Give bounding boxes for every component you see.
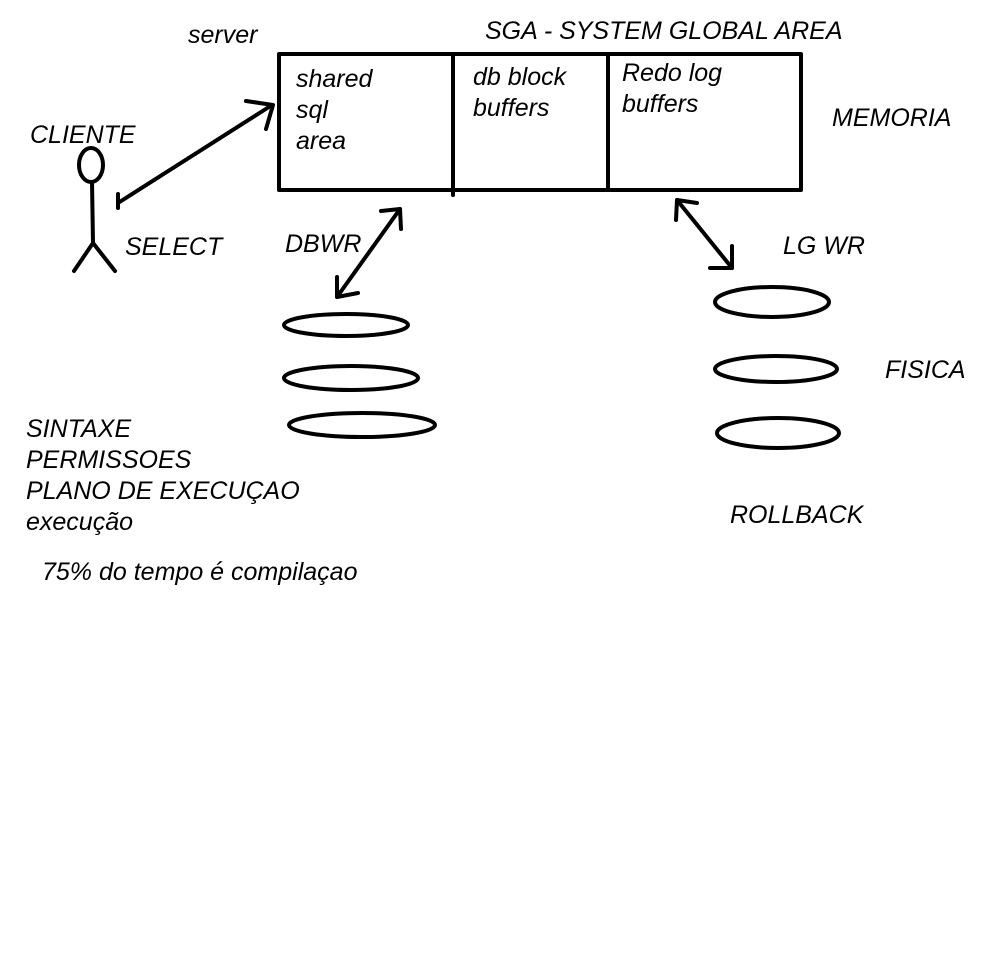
- fisica-label: FISICA: [885, 356, 966, 384]
- server-label: server: [188, 21, 258, 49]
- rollback-label: ROLLBACK: [730, 501, 864, 529]
- redolog-disk-2: [713, 354, 839, 384]
- redo-log-buffers-text: Redo log buffers: [622, 58, 722, 120]
- client-stick-figure: [72, 146, 117, 273]
- shared-sql-area-line: sql: [296, 96, 328, 124]
- sga-title: SGA - SYSTEM GLOBAL AREA: [485, 17, 843, 45]
- memoria-label: MEMORIA: [832, 104, 952, 132]
- datafile-disk-3: [287, 411, 437, 439]
- step-execucao: execução: [26, 508, 134, 536]
- db-block-buffers-text: db block buffers: [473, 62, 566, 124]
- datafile-disk-1: [282, 312, 410, 338]
- shared-sql-area-line: area: [296, 127, 347, 155]
- sga-box: [277, 52, 803, 192]
- select-label: SELECT: [125, 233, 223, 261]
- shared-sql-area-text: shared sql area: [296, 64, 372, 157]
- client-sga-arrow: [116, 99, 275, 210]
- dbwr-arrow: [335, 207, 403, 299]
- db-block-buffers-line: db block: [473, 63, 567, 91]
- redo-log-buffers-line: Redo log: [622, 59, 723, 87]
- redolog-disk-1: [713, 285, 831, 319]
- lgwr-arrow: [674, 198, 734, 270]
- redo-disk-stack: [713, 285, 841, 450]
- compile-time-note: 75% do tempo é compilaçao: [42, 558, 358, 586]
- cliente-label: CLIENTE: [30, 121, 136, 149]
- redolog-disk-3: [715, 416, 841, 450]
- dbwr-label: DBWR: [285, 230, 362, 258]
- lgwr-label: LG WR: [783, 232, 865, 260]
- step-permissoes: PERMISSOES: [26, 446, 192, 474]
- shared-sql-area-line: shared: [296, 65, 373, 93]
- dbwr-disk-stack: [282, 312, 437, 439]
- redo-log-buffers-line: buffers: [622, 90, 699, 118]
- db-block-buffers-line: buffers: [473, 94, 550, 122]
- processing-steps-list: SINTAXE PERMISSOES PLANO DE EXECUÇAO exe…: [26, 414, 300, 538]
- datafile-disk-2: [282, 364, 420, 392]
- step-plano-execucao: PLANO DE EXECUÇAO: [26, 477, 300, 505]
- step-sintaxe: SINTAXE: [26, 415, 132, 443]
